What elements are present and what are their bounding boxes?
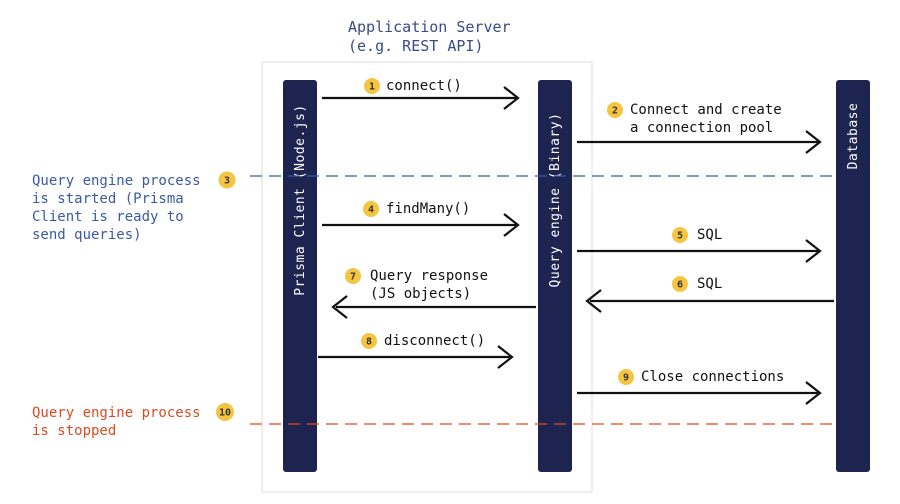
lane-label-database: Database [846,103,861,170]
message-query-response: 7 Query response (JS objects) [331,268,536,319]
step-badge-5 [672,227,688,243]
step-badge-6-label: 6 [677,280,683,291]
step-badge-4 [363,201,379,217]
step-badge-4-label: 4 [368,205,374,216]
note-started-line: Query engine process [32,173,201,189]
message-label: Connect and create [630,102,782,118]
application-server-box [261,61,593,493]
message-connect: 1 connect() [322,78,520,110]
step-badge-1-label: 1 [369,82,375,93]
message-label: Query response [370,268,488,284]
note-started-line: is started (Prisma [32,191,184,207]
message-sql-response: 6 SQL [585,276,834,313]
step-badge-9-label: 9 [623,373,629,384]
step-badge-2 [607,102,623,118]
step-badge-3-label: 3 [224,176,230,187]
step-badge-7 [345,268,361,284]
note-started-line: send queries) [32,227,142,243]
lane-database: Database [836,80,870,472]
step-badge-8 [361,333,377,349]
note-stopped-line: is stopped [32,423,116,439]
message-disconnect: 8 disconnect() [318,333,514,369]
step-badge-10 [216,403,234,421]
step-badge-6 [672,276,688,292]
note-stopped: Query engine process is stopped 10 [32,403,234,439]
step-badge-8-label: 8 [366,337,372,348]
step-badge-9 [618,369,634,385]
lane-query-engine: Query engine (Binary) [538,80,572,472]
lane-label-engine: Query engine (Binary) [548,113,563,288]
step-badge-3 [218,171,236,189]
step-badge-2-label: 2 [612,106,618,117]
message-close-connections: 9 Close connections [577,369,822,405]
message-label: SQL [697,276,722,292]
lane-prisma-client: Prisma Client (Node.js) [283,80,317,472]
server-title-line1: Application Server [348,18,511,36]
message-sql-request: 5 SQL [577,227,822,263]
server-title-line2: (e.g. REST API) [348,37,483,55]
message-label: findMany() [386,201,470,217]
lane-label-client: Prisma Client (Node.js) [293,104,308,296]
note-started: Query engine process is started (Prisma … [32,171,236,243]
message-label: SQL [697,227,722,243]
message-label: disconnect() [384,333,485,349]
step-badge-5-label: 5 [677,231,683,242]
step-badge-7-label: 7 [350,272,356,283]
step-badge-10-label: 10 [219,408,231,419]
message-label: Close connections [641,369,784,385]
message-connect-pool: 2 Connect and create a connection pool [577,102,822,154]
message-label: a connection pool [630,120,773,136]
step-badge-1 [364,78,380,94]
message-label: connect() [386,78,462,94]
message-findmany: 4 findMany() [322,201,520,237]
note-stopped-line: Query engine process [32,405,201,421]
note-started-line: Client is ready to [32,209,184,225]
message-label: (JS objects) [370,286,471,302]
